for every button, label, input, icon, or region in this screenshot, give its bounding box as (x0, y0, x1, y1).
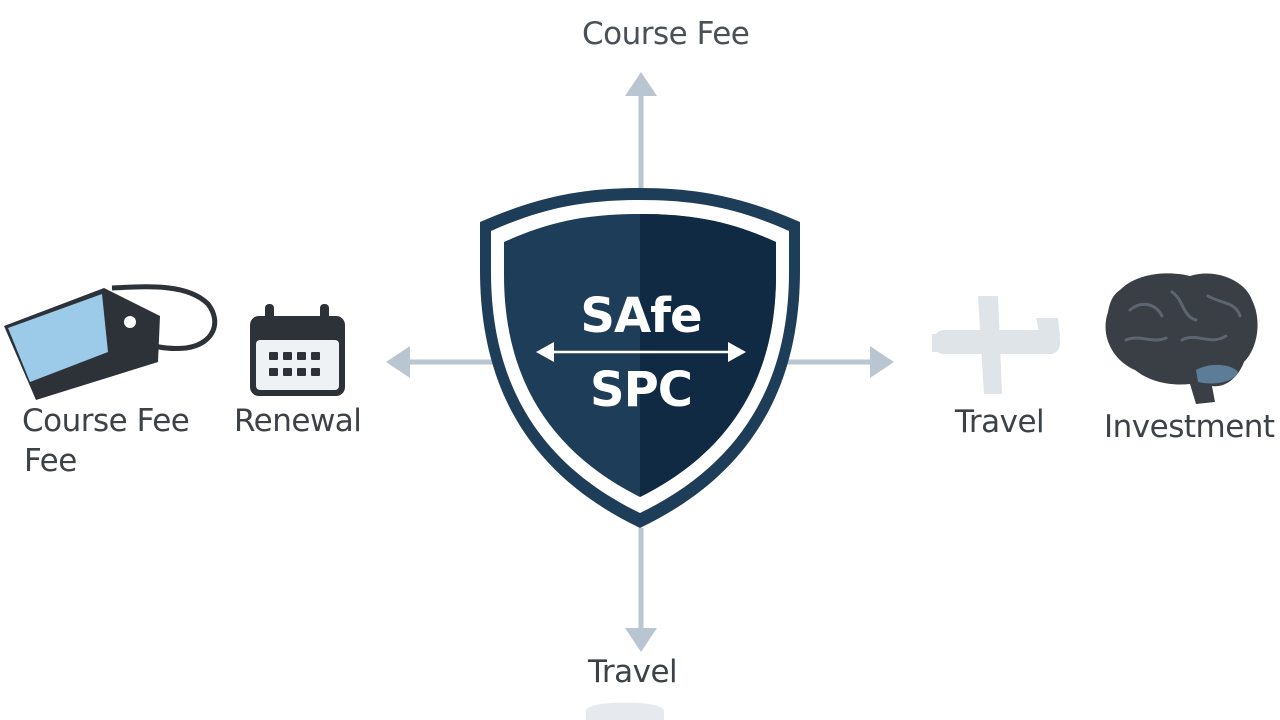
brain-icon (1105, 273, 1258, 404)
top-label: Course Fee (582, 16, 750, 52)
bottom-node-icon (586, 702, 664, 720)
bottom-label: Travel (588, 654, 678, 690)
travel-label: Travel (955, 404, 1045, 440)
shield-title-line1: SAfe (580, 288, 702, 344)
arrow-up (625, 72, 657, 190)
investment-label: Investment (1104, 409, 1275, 445)
arrow-right (782, 346, 894, 378)
course-fee-label: Course Fee (22, 403, 190, 439)
course-fee-label-line2: Fee (24, 443, 77, 479)
price-tag-icon (4, 284, 218, 400)
double-arrow-icon (536, 342, 746, 362)
arrow-left (386, 346, 498, 378)
airplane-icon (932, 296, 1060, 394)
shield-title-line2: SPC (590, 362, 693, 418)
calendar-icon (250, 304, 345, 396)
arrow-down (625, 528, 657, 652)
renewal-label: Renewal (234, 403, 362, 439)
shield-emblem (480, 188, 800, 528)
